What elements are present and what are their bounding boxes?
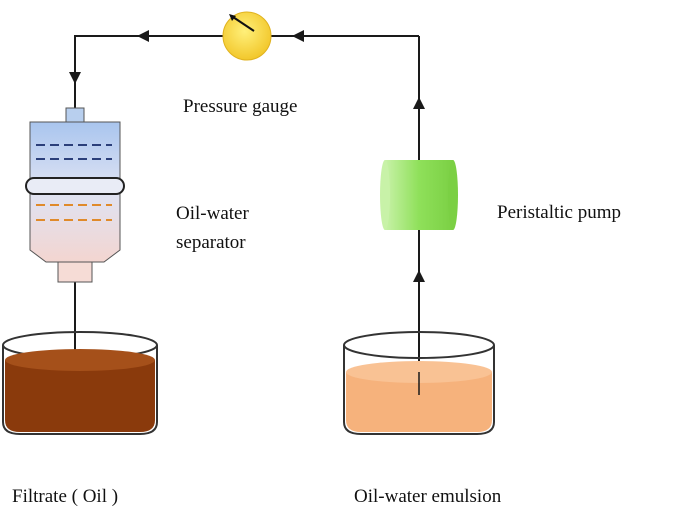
- arrow-up-icon: [413, 97, 425, 109]
- separator-label-line2: separator: [176, 232, 246, 253]
- arrow-up-icon: [413, 270, 425, 282]
- pressure-gauge-icon: [222, 11, 272, 61]
- emulsion-label: Oil-water emulsion: [354, 486, 502, 507]
- arrow-left-icon: [292, 30, 304, 42]
- filtrate-label: Filtrate ( Oil ): [12, 486, 119, 507]
- arrow-down-icon: [69, 72, 81, 84]
- arrow-left-icon: [137, 30, 149, 42]
- separator-label-line1: Oil-water: [176, 203, 249, 224]
- emulsion-beaker: [343, 331, 495, 435]
- separator-icon: [25, 107, 125, 283]
- peristaltic-pump-icon: [380, 160, 458, 230]
- oil-surface: [5, 349, 155, 371]
- peristaltic-pump-label: Peristaltic pump: [497, 202, 622, 223]
- filtrate-beaker: [2, 331, 158, 435]
- flow-arrows: [69, 30, 425, 282]
- pressure-gauge-label: Pressure gauge: [183, 96, 298, 117]
